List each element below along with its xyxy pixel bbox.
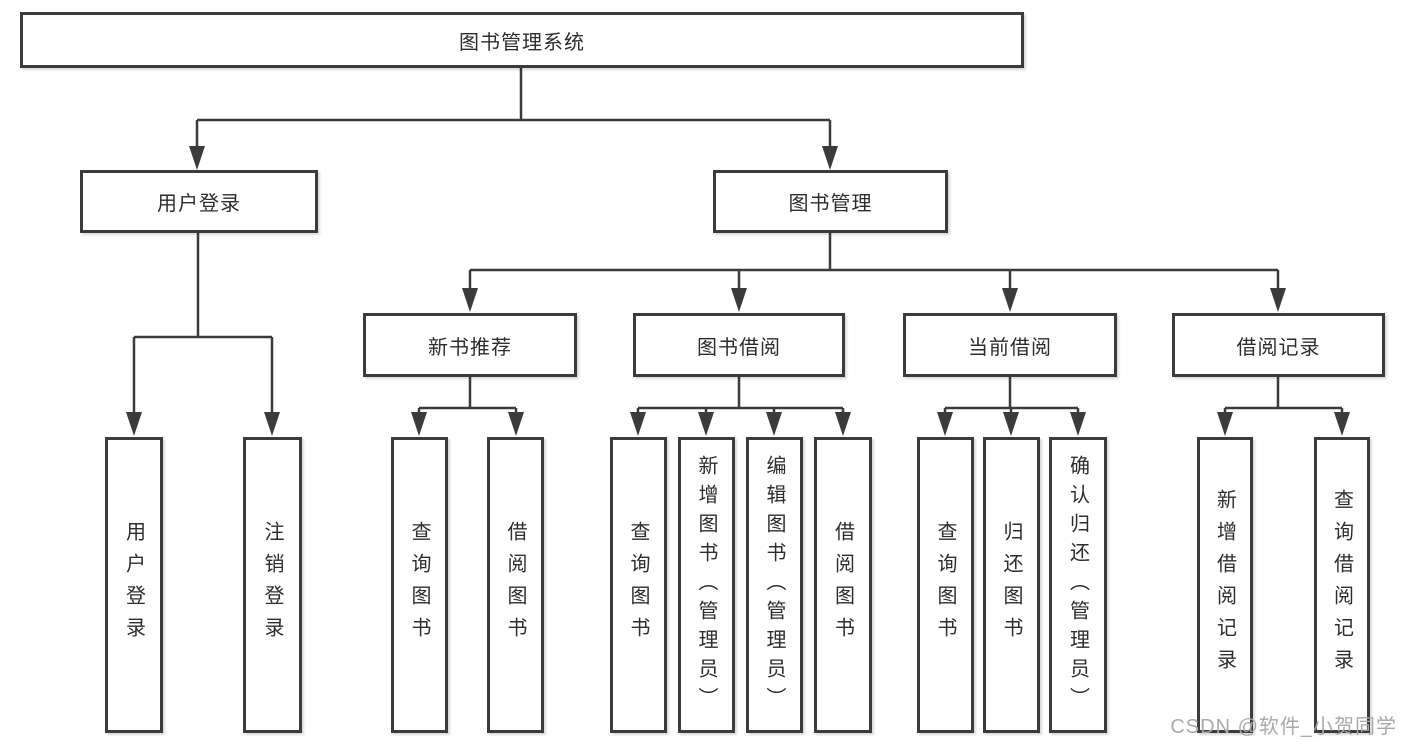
leaf-confirm-return-admin: 确认归还（管理员）	[1049, 437, 1107, 733]
connector-current-borrow	[937, 377, 1086, 436]
leaf-borrow-books-new: 借阅图书	[487, 437, 544, 733]
leaf-query-books-current: 查询图书	[917, 437, 974, 733]
node-book-borrow: 图书借阅	[633, 313, 845, 377]
csdn-watermark: CSDN @软件_小贺同学	[1170, 716, 1397, 738]
leaf-edit-book-admin: 编辑图书（管理员）	[746, 437, 803, 733]
leaf-add-borrow-record: 新增借阅记录	[1197, 437, 1253, 733]
connector-book-borrow	[630, 377, 851, 436]
leaf-query-borrow-record: 查询借阅记录	[1314, 437, 1370, 733]
leaf-borrow-books-borrow: 借阅图书	[814, 437, 872, 733]
leaf-query-books-new: 查询图书	[391, 437, 448, 733]
node-user-login: 用户登录	[80, 170, 318, 233]
connector-root	[189, 68, 838, 170]
node-new-book-recommend: 新书推荐	[363, 313, 577, 377]
leaf-logout: 注销登录	[243, 437, 302, 733]
leaf-query-books-borrow: 查询图书	[610, 437, 667, 733]
connector-user-login	[126, 233, 280, 436]
connector-book-management	[462, 233, 1286, 312]
leaf-user-login: 用户登录	[105, 437, 163, 733]
node-current-borrow: 当前借阅	[903, 313, 1117, 377]
connector-borrow-record	[1217, 377, 1350, 436]
leaf-add-book-admin: 新增图书（管理员）	[678, 437, 735, 733]
node-borrow-record: 借阅记录	[1172, 313, 1385, 377]
connector-new-book-recommend	[411, 377, 524, 436]
node-book-management: 图书管理	[713, 170, 948, 233]
leaf-return-book: 归还图书	[983, 437, 1040, 733]
node-root: 图书管理系统	[20, 12, 1024, 68]
